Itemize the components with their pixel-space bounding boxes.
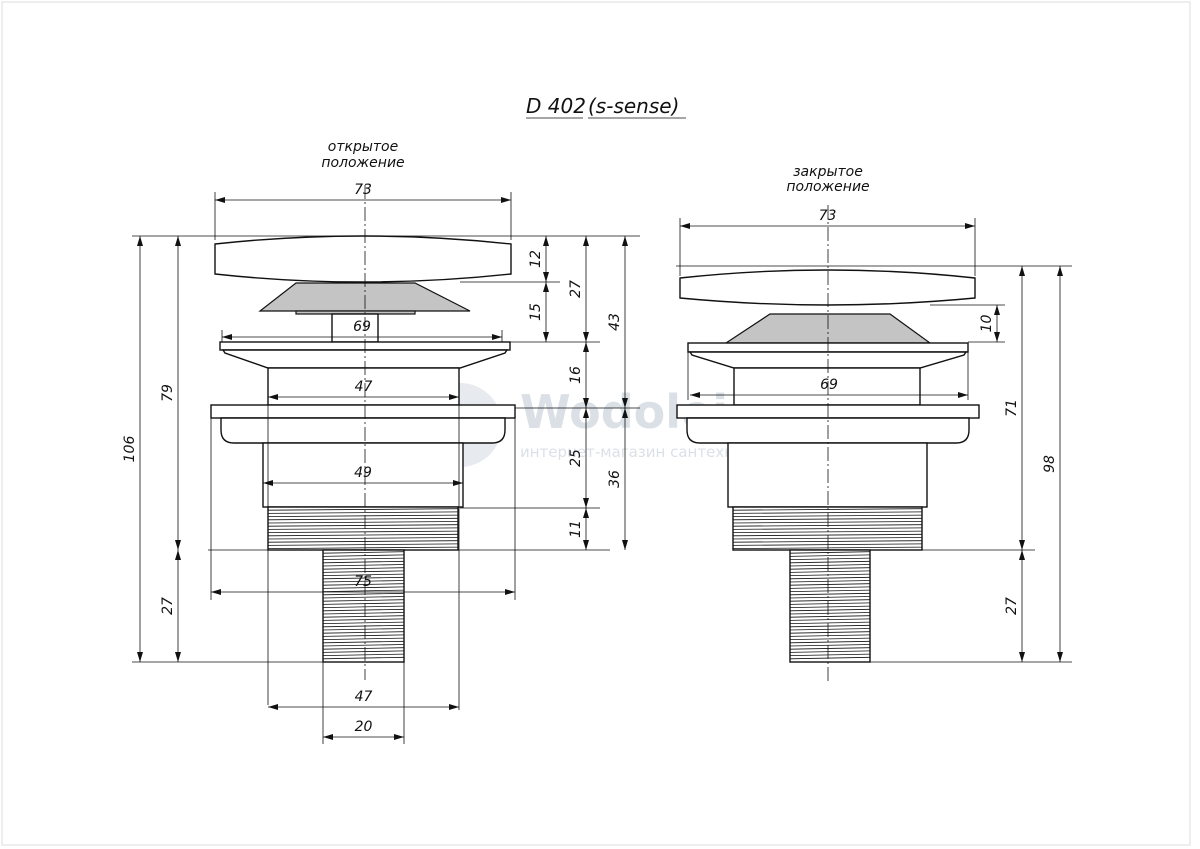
dimension-value: 10 — [979, 315, 995, 333]
open-cap — [214, 235, 512, 283]
closed-view-label-2: положение — [786, 179, 869, 195]
dimension-lower-height: 36 — [607, 408, 628, 550]
dimension-height-to-thread: 71 — [1004, 266, 1025, 550]
dimension-value: 79 — [160, 384, 176, 402]
dimension-plate-width: 75 — [211, 574, 515, 595]
open-view-label-2: положение — [321, 155, 404, 171]
dimension-value: 11 — [568, 520, 584, 538]
dimension-value: 49 — [354, 465, 372, 481]
dimension-value: 69 — [353, 319, 371, 335]
dimension-ring-height: 16 — [568, 342, 589, 408]
open-body — [262, 442, 464, 508]
dimension-value: 27 — [568, 280, 584, 298]
open-mount-plate — [210, 404, 516, 419]
dimension-value: 36 — [607, 470, 623, 488]
closed-view-label-1: закрытое — [793, 164, 863, 180]
drawing-title-series: (s-sense) — [588, 94, 679, 118]
watermark-tagline: интернет-магазин сантехники — [520, 443, 763, 461]
dimension-cap-height: 12 — [528, 236, 549, 282]
dimension-thread-height: 11 — [568, 508, 589, 550]
drawing-title-model: D 402 — [526, 94, 586, 118]
dimension-flange-width: 69 — [222, 319, 502, 340]
dimension-outlet-height: 27 — [1004, 550, 1025, 662]
dimension-value: 71 — [1004, 399, 1020, 417]
dimension-value: 15 — [528, 303, 544, 321]
dimension-thread-width: 47 — [268, 689, 459, 710]
open-view-label-1: открытое — [328, 139, 398, 155]
dimension-height-to-thread: 79 — [160, 236, 181, 550]
dimension-cone-height: 15 — [528, 282, 549, 342]
dimension-neck-width: 47 — [268, 379, 459, 400]
dimension-value: 12 — [528, 250, 544, 268]
dimension-value: 25 — [568, 449, 584, 467]
dimension-body-width: 49 — [263, 465, 463, 486]
dimension-value: 47 — [355, 379, 373, 395]
dimension-cap-width: 73 — [215, 182, 511, 203]
dimension-top-height: 27 — [568, 236, 589, 342]
dimension-cap-gap: 10 — [979, 305, 1000, 342]
dimension-outlet-width: 20 — [323, 719, 404, 740]
dimension-value: 73 — [354, 182, 372, 198]
dimension-lines: 73 69 47 49 75 47 20 12 15 27 16 25 11 43 36 79 27 106 73 6… — [122, 182, 1072, 744]
dimension-value: 47 — [355, 689, 373, 705]
dimension-value: 16 — [568, 366, 584, 384]
dimension-value: 73 — [819, 208, 837, 224]
dimension-value: 69 — [820, 377, 838, 393]
dimension-outlet-height: 27 — [160, 550, 181, 662]
dimension-value: 106 — [122, 436, 138, 463]
dimension-upper-height: 43 — [607, 236, 628, 408]
dimension-total-height: 98 — [1042, 266, 1063, 662]
dimension-flange-width: 69 — [690, 377, 968, 398]
dimension-total-height: 106 — [122, 236, 143, 662]
dimension-value: 20 — [355, 719, 373, 735]
dimension-body-height: 25 — [568, 408, 589, 508]
closed-body — [727, 442, 928, 508]
dimension-cap-width: 73 — [680, 208, 975, 229]
dimension-value: 27 — [160, 597, 176, 615]
closed-cap — [679, 269, 976, 306]
dimension-value: 27 — [1004, 597, 1020, 615]
dimension-value: 75 — [354, 574, 372, 590]
dimension-value: 98 — [1042, 455, 1058, 473]
open-position-view — [210, 185, 516, 680]
closed-position-view — [676, 205, 980, 682]
dimension-value: 43 — [607, 313, 623, 331]
